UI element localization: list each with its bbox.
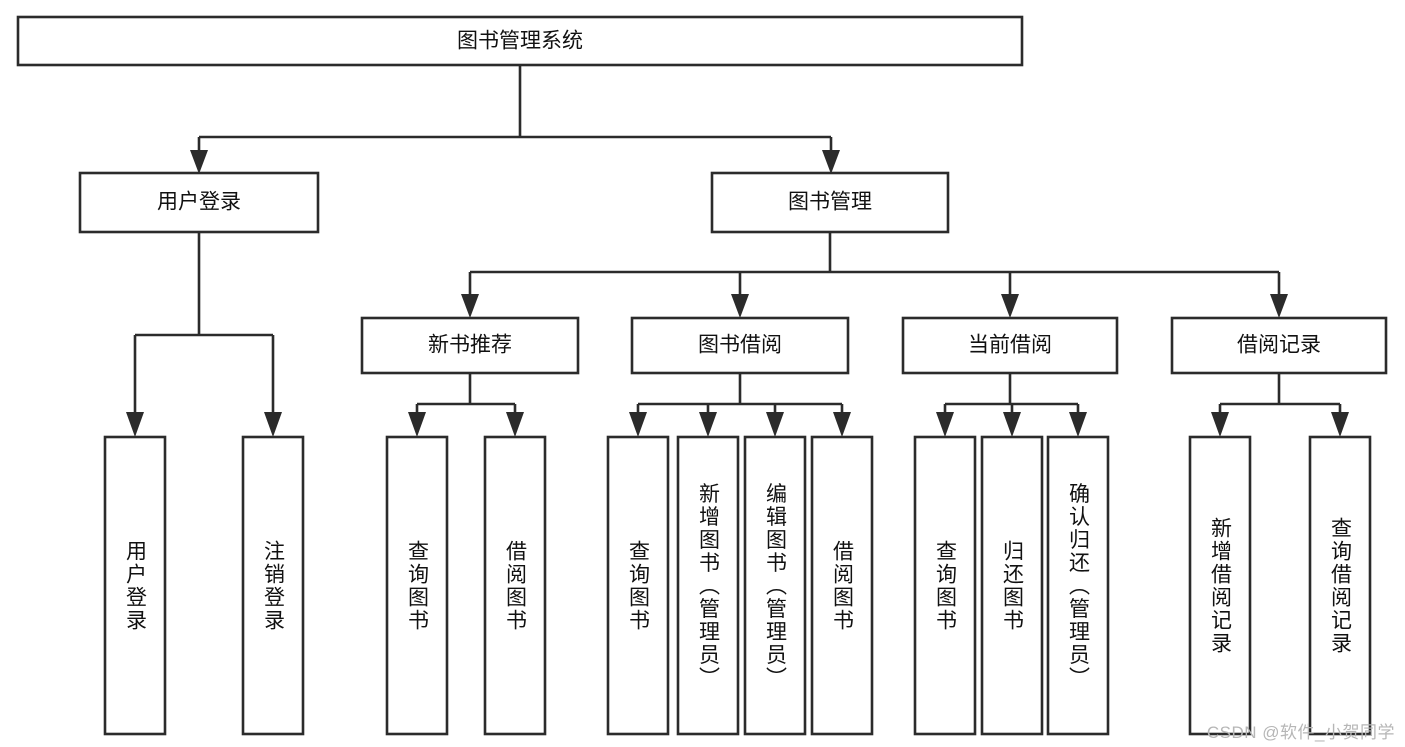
leaf-query-book-rec[interactable]: 查询图书	[385, 435, 449, 736]
leaf-box-logout[interactable]	[241, 435, 305, 736]
edge-user-login-trunk	[133, 232, 275, 424]
leaf-box-query-book-current[interactable]	[913, 435, 977, 736]
leaf-label-query-book-borrow: 查询图书	[627, 540, 651, 632]
arrow-head-to-book-manage	[822, 150, 840, 174]
leaf-label-query-book-current: 查询图书	[934, 540, 958, 632]
node-root-system[interactable]: 图书管理系统	[16, 15, 1024, 67]
edge-book-manage-trunk	[468, 232, 1281, 306]
connector-layer	[126, 65, 1349, 437]
edge-new-book-rec-trunk	[415, 373, 517, 424]
leaf-box-add-book-admin[interactable]	[676, 435, 740, 736]
leaf-borrow-book-rec[interactable]: 借阅图书	[483, 435, 547, 736]
arrow-head-leaf-add-book	[699, 412, 717, 437]
arrow-head-leaf-confirm-return	[1069, 412, 1087, 437]
node-book-management[interactable]: 图书管理	[710, 171, 950, 234]
leaf-box-borrow-book-rec[interactable]	[483, 435, 547, 736]
leaf-label-query-borrow-record: 查询借阅记录	[1329, 517, 1353, 655]
edge-root-to-level2-trunk	[197, 65, 833, 160]
leaf-box-query-borrow-record[interactable]	[1308, 435, 1372, 736]
leaf-label-query-book-rec: 查询图书	[406, 540, 430, 632]
leaf-label-edit-book-admin: 编辑图书（管理员）	[764, 483, 788, 690]
leaf-logout[interactable]: 注销登录	[241, 435, 305, 736]
leaf-box-return-book[interactable]	[980, 435, 1044, 736]
node-box-book-borrow[interactable]	[630, 316, 850, 375]
arrow-head-to-user-login	[190, 150, 208, 174]
leaf-box-query-book-rec[interactable]	[385, 435, 449, 736]
leaf-add-book-admin[interactable]: 新增图书（管理员）	[676, 435, 740, 736]
arrow-head-leaf-query-book-1	[408, 412, 426, 437]
node-box-root[interactable]	[16, 15, 1024, 67]
leaf-box-query-book-borrow[interactable]	[606, 435, 670, 736]
leaf-box-add-borrow-record[interactable]	[1188, 435, 1252, 736]
leaf-label-logout: 注销登录	[262, 540, 286, 632]
leaf-label-user-login: 用户登录	[124, 540, 148, 632]
node-box-book-management[interactable]	[710, 171, 950, 234]
leaf-query-book-current[interactable]: 查询图书	[913, 435, 977, 736]
arrow-head-leaf-add-record	[1211, 412, 1229, 437]
arrow-head-leaf-query-record	[1331, 412, 1349, 437]
leaf-label-return-book: 归还图书	[1001, 540, 1025, 632]
node-label-borrow-record: 借阅记录	[1237, 334, 1321, 357]
arrow-head-to-borrow-record	[1270, 294, 1288, 318]
node-label-current-borrow: 当前借阅	[968, 334, 1052, 357]
node-box-borrow-record[interactable]	[1170, 316, 1388, 375]
arrow-head-leaf-return-book	[1003, 412, 1021, 437]
arrow-head-leaf-edit-book	[766, 412, 784, 437]
leaf-box-edit-book-admin[interactable]	[743, 435, 807, 736]
arrow-head-leaf-user-login	[126, 412, 144, 437]
node-label-book-management: 图书管理	[788, 191, 872, 214]
node-label-book-borrow: 图书借阅	[698, 334, 782, 357]
leaf-query-book-borrow[interactable]: 查询图书	[606, 435, 670, 736]
node-label-root: 图书管理系统	[457, 30, 583, 53]
leaf-label-borrow-book: 借阅图书	[831, 540, 855, 632]
arrow-head-leaf-query-book-2	[629, 412, 647, 437]
leaf-edit-book-admin[interactable]: 编辑图书（管理员）	[743, 435, 807, 736]
arrow-head-leaf-borrow-book-2	[833, 412, 851, 437]
node-box-user-login[interactable]	[78, 171, 320, 234]
edge-book-borrow-trunk	[636, 373, 844, 424]
leaf-return-book[interactable]: 归还图书	[980, 435, 1044, 736]
arrow-head-to-current-borrow	[1001, 294, 1019, 318]
leaf-query-borrow-record[interactable]: 查询借阅记录	[1308, 435, 1372, 736]
leaf-box-borrow-book[interactable]	[810, 435, 874, 736]
leaf-add-borrow-record[interactable]: 新增借阅记录	[1188, 435, 1252, 736]
node-new-book-recommend[interactable]: 新书推荐	[360, 316, 580, 375]
leaf-user-login[interactable]: 用户登录	[103, 435, 167, 736]
arrow-head-leaf-query-book-3	[936, 412, 954, 437]
node-current-borrow[interactable]: 当前借阅	[901, 316, 1119, 375]
leaf-box-user-login[interactable]	[103, 435, 167, 736]
edge-borrow-record-trunk	[1218, 373, 1342, 424]
leaf-box-confirm-return-admin[interactable]	[1046, 435, 1110, 736]
node-label-new-book-recommend: 新书推荐	[428, 334, 512, 357]
leaf-label-add-book-admin: 新增图书（管理员）	[697, 483, 721, 690]
arrow-head-to-new-book-rec	[461, 294, 479, 318]
node-borrow-record[interactable]: 借阅记录	[1170, 316, 1388, 375]
node-user-login[interactable]: 用户登录	[78, 171, 320, 234]
node-label-user-login: 用户登录	[157, 191, 241, 214]
arrow-head-leaf-logout	[264, 412, 282, 437]
leaf-label-borrow-book-rec: 借阅图书	[504, 540, 528, 632]
leaf-label-confirm-return-admin: 确认归还（管理员）	[1067, 483, 1091, 690]
arrow-head-to-book-borrow	[731, 294, 749, 318]
node-book-borrow[interactable]: 图书借阅	[630, 316, 850, 375]
leaf-confirm-return-admin[interactable]: 确认归还（管理员）	[1046, 435, 1110, 736]
leaf-borrow-book[interactable]: 借阅图书	[810, 435, 874, 736]
leaf-label-add-borrow-record: 新增借阅记录	[1209, 517, 1233, 655]
arrow-head-leaf-borrow-book-1	[506, 412, 524, 437]
node-box-current-borrow[interactable]	[901, 316, 1119, 375]
node-box-new-book-recommend[interactable]	[360, 316, 580, 375]
